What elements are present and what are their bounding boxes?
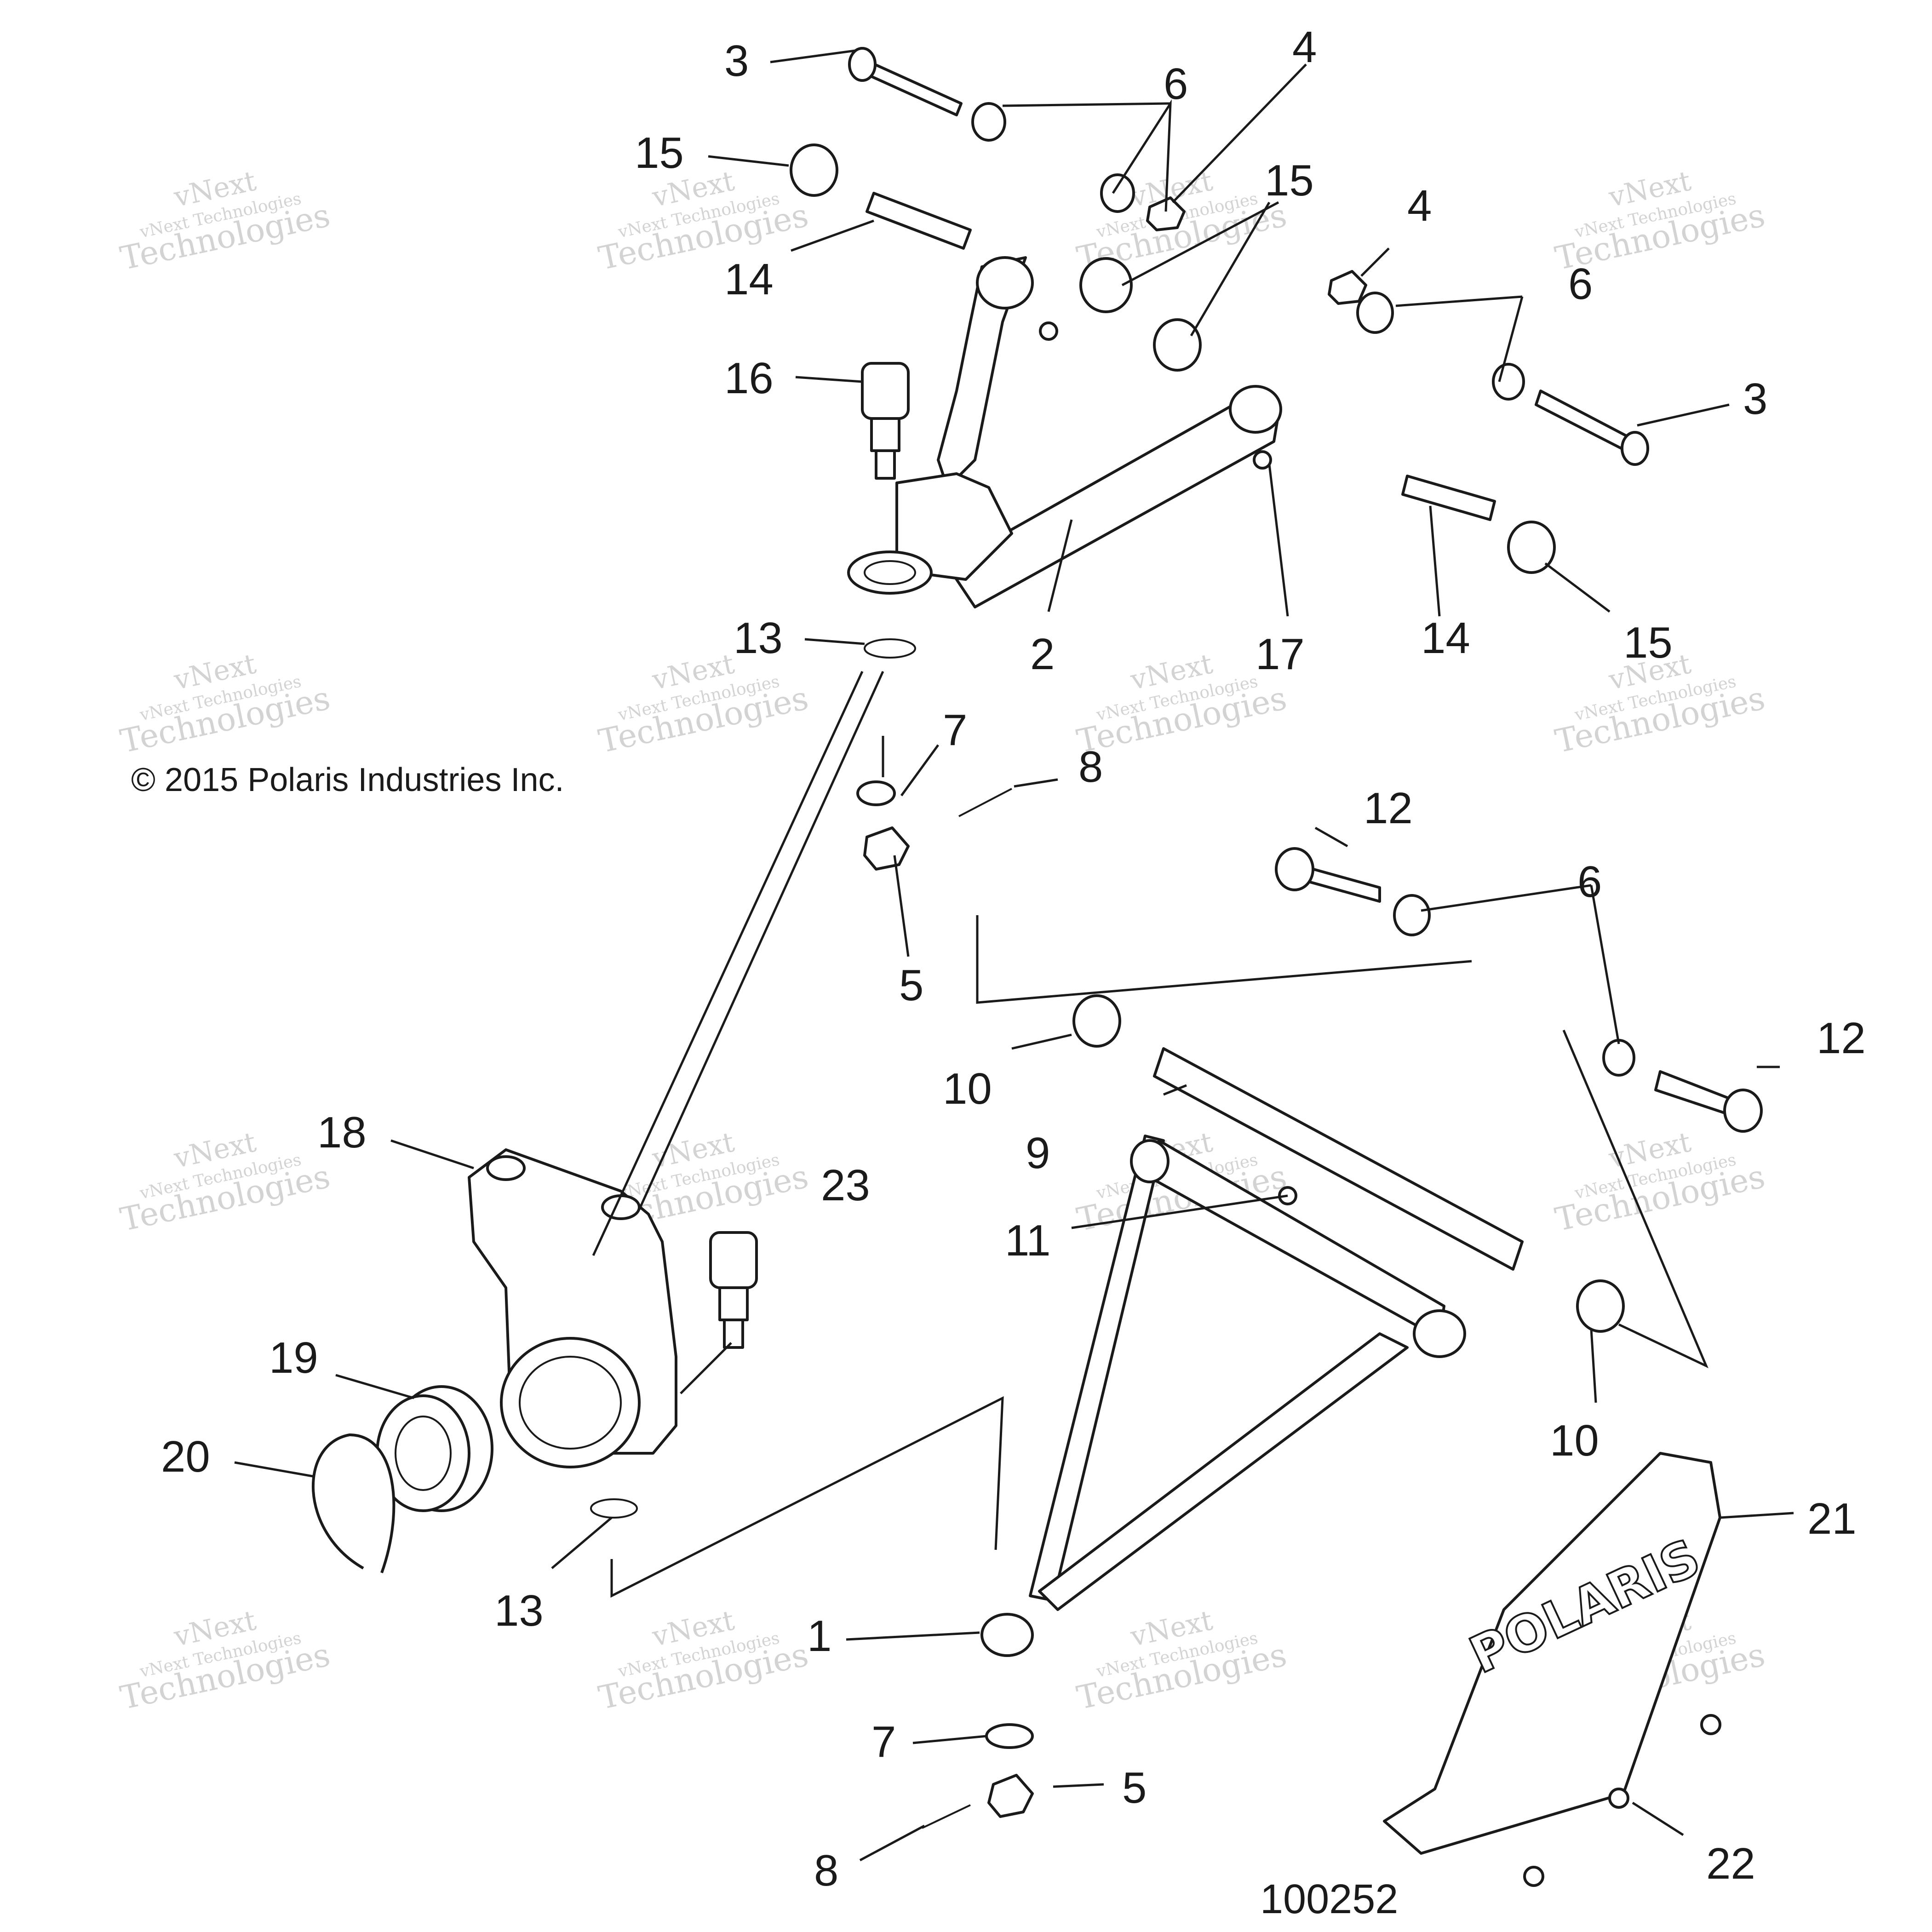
callout-6: 6 — [1164, 59, 1188, 109]
callout-6: 6 — [1577, 857, 1602, 906]
callout-8: 8 — [1078, 742, 1103, 791]
bushing — [790, 143, 838, 197]
washer — [1393, 894, 1431, 936]
watermark: vNext vNext Technologies Technologies — [117, 648, 333, 760]
callout-19: 19 — [269, 1333, 318, 1382]
callout-1: 1 — [807, 1611, 831, 1661]
sleeve — [1401, 475, 1496, 521]
cotter-pin — [922, 1804, 971, 1829]
callout-14: 14 — [724, 255, 774, 304]
watermark: vNext vNext Technologies Technologies — [1552, 165, 1768, 277]
bushing — [1079, 257, 1133, 313]
callout-17: 17 — [1256, 630, 1305, 679]
grease-fitting — [1039, 321, 1058, 341]
grease-fitting — [1253, 450, 1272, 470]
callout-3: 3 — [724, 36, 749, 86]
watermark: vNext vNext Technologies Technologies — [1073, 1604, 1290, 1717]
pivot-cap — [980, 1613, 1034, 1657]
lower-a-arm — [1029, 1135, 1466, 1611]
callout-22: 22 — [1706, 1839, 1755, 1888]
callout-18: 18 — [317, 1108, 367, 1157]
screw — [1608, 1788, 1629, 1809]
callout-2: 2 — [1030, 630, 1055, 679]
document-number: 100252 — [1260, 1876, 1398, 1922]
callout-15: 15 — [1623, 618, 1673, 667]
bushing — [1153, 318, 1202, 372]
screw — [1523, 1866, 1544, 1887]
callout-3: 3 — [1743, 374, 1767, 424]
washer — [971, 102, 1006, 142]
washer — [1602, 1039, 1635, 1077]
watermark: vNext vNext Technologies Technologies — [117, 1126, 333, 1238]
callout-13: 13 — [734, 613, 783, 663]
callout-16: 16 — [724, 354, 774, 403]
callouts: 3 4 6 15 15 14 4 6 3 16 13 2 17 14 15 7 … — [161, 23, 1866, 1895]
callout-11: 11 — [1005, 1216, 1051, 1265]
callout-10: 10 — [1550, 1416, 1599, 1465]
callout-15: 15 — [1265, 156, 1314, 205]
wheel-bearing — [376, 1385, 493, 1512]
parts-layer: POLARIS — [311, 47, 1763, 1887]
washer — [1492, 363, 1525, 401]
watermark: vNext vNext Technologies Technologies — [595, 165, 811, 277]
callout-20: 20 — [161, 1432, 210, 1481]
ball-joint-lower — [709, 1231, 758, 1349]
callout-12: 12 — [1364, 784, 1413, 833]
nut — [1328, 270, 1367, 305]
callout-10: 10 — [943, 1064, 992, 1113]
nut — [1146, 196, 1186, 231]
callout-9: 9 — [1026, 1129, 1050, 1178]
nut — [987, 1774, 1034, 1818]
a-arm-guard: POLARIS — [1383, 1452, 1721, 1855]
retaining-clip — [590, 1498, 638, 1519]
ball-joint-upper — [861, 362, 910, 480]
watermark: vNext vNext Technologies Technologies — [1552, 1126, 1768, 1238]
bushing — [1072, 994, 1121, 1048]
callout-7: 7 — [943, 705, 967, 755]
washer — [985, 1723, 1034, 1749]
retaining-clip — [864, 638, 916, 659]
bushing — [1507, 521, 1556, 574]
callout-5: 5 — [899, 961, 923, 1010]
callout-14: 14 — [1421, 613, 1470, 663]
bushing — [1576, 1279, 1625, 1333]
callout-4: 4 — [1407, 181, 1432, 230]
watermark: vNext vNext Technologies Technologies — [117, 1604, 333, 1717]
cotter-pin — [958, 788, 1012, 817]
leader-lines — [234, 49, 1794, 1862]
washer — [1356, 292, 1394, 334]
callout-6: 6 — [1568, 259, 1593, 309]
washer — [1100, 173, 1135, 213]
callout-13: 13 — [494, 1586, 544, 1635]
callout-5: 5 — [1122, 1763, 1147, 1812]
sleeve — [866, 192, 972, 250]
copyright-notice: © 2015 Polaris Industries Inc. — [131, 762, 564, 798]
callout-15: 15 — [635, 128, 684, 178]
callout-21: 21 — [1807, 1494, 1857, 1543]
upper-a-arm — [847, 256, 1282, 608]
snap-ring — [311, 1433, 396, 1574]
callout-12: 12 — [1817, 1014, 1866, 1063]
watermark: vNext vNext Technologies Technologies — [595, 1604, 811, 1717]
nut — [863, 826, 910, 871]
callout-4: 4 — [1292, 23, 1317, 72]
washer — [856, 780, 896, 806]
steering-knuckle — [468, 1148, 677, 1468]
pivot-shaft — [1153, 1047, 1524, 1271]
callout-8: 8 — [814, 1846, 838, 1895]
watermark: vNext vNext Technologies Technologies — [117, 165, 333, 277]
screw — [1700, 1714, 1721, 1735]
callout-7: 7 — [871, 1717, 896, 1766]
callout-23: 23 — [821, 1161, 870, 1210]
